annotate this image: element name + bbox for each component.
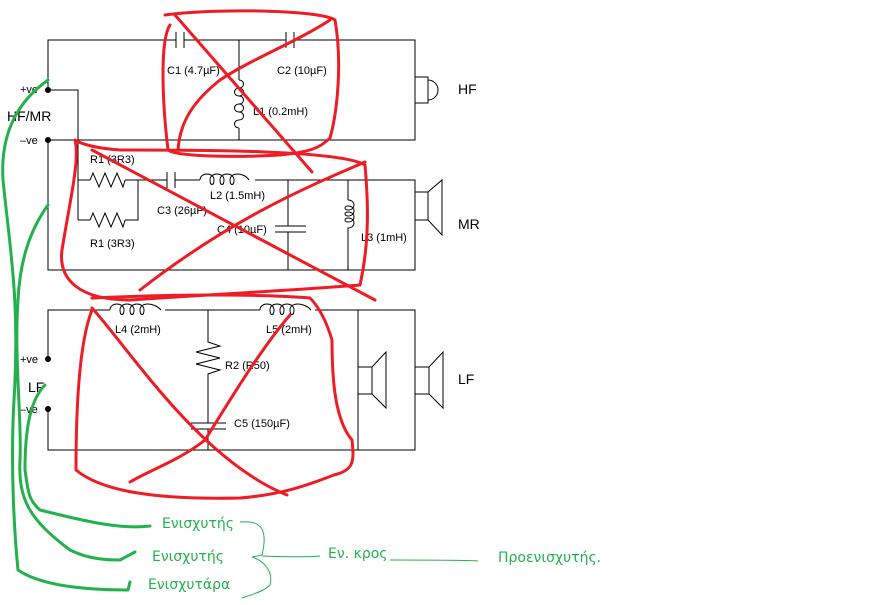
hf-neg-label: –ve bbox=[20, 135, 38, 147]
resistor-r1a bbox=[89, 171, 126, 189]
lf-label: LF bbox=[458, 371, 474, 387]
capacitor-c1-c2 bbox=[175, 32, 295, 48]
midrange-speaker-icon bbox=[414, 191, 429, 221]
terminal-hf-pos bbox=[45, 87, 51, 93]
preamp-note: Προενισχυτής. bbox=[498, 550, 601, 566]
c1-label: C1 (4.7µF) bbox=[167, 65, 220, 77]
l1-label: L1 (0.2mH) bbox=[253, 106, 308, 118]
lf-circuit bbox=[45, 303, 444, 451]
c2-label: C2 (10µF) bbox=[277, 65, 327, 77]
r1b-label: R1 (3R3) bbox=[90, 238, 135, 250]
c3-label: C3 (26µF) bbox=[157, 205, 207, 217]
amp-note-2: Ενισχυτής bbox=[152, 549, 224, 565]
c5-label: C5 (150µF) bbox=[234, 418, 290, 430]
l2-label: L2 (1.5mH) bbox=[210, 190, 265, 202]
mr-label: MR bbox=[458, 216, 480, 232]
capacitor-c4 bbox=[275, 180, 306, 270]
crossover-note: Εν. κρος bbox=[328, 546, 388, 562]
terminal-lf-pos bbox=[45, 356, 51, 362]
red-cross-out-marks bbox=[60, 9, 377, 500]
l5-label: L5 (2mH) bbox=[266, 324, 312, 336]
capacitor-c5 bbox=[191, 422, 226, 430]
amp-note-3: Ενισχυτάρα bbox=[148, 577, 230, 593]
l3-label: L3 (1mH) bbox=[361, 232, 407, 244]
woofer-speaker-icon bbox=[357, 366, 373, 395]
lf-neg-label: –ve bbox=[20, 404, 38, 416]
inductor-l2 bbox=[199, 173, 250, 185]
capacitor-c3 bbox=[166, 172, 176, 188]
inductor-l3 bbox=[344, 199, 355, 250]
r2-label: R2 (R50) bbox=[225, 360, 270, 372]
inductor-l4 bbox=[109, 303, 162, 315]
lf-pos-label: +ve bbox=[20, 354, 38, 366]
tweeter-icon bbox=[414, 76, 429, 104]
terminal-lf-neg bbox=[45, 406, 51, 412]
amp-note-1: Ενισχυτής bbox=[162, 516, 234, 532]
mr-circuit bbox=[47, 140, 443, 271]
hf-label: HF bbox=[458, 81, 477, 97]
l4-label: L4 (2mH) bbox=[115, 324, 161, 336]
woofer-speaker-icon-2 bbox=[414, 366, 430, 395]
resistor-r1b bbox=[89, 211, 126, 229]
inductor-l5 bbox=[259, 303, 312, 315]
inductor-l1 bbox=[234, 79, 244, 130]
green-notes bbox=[1, 78, 479, 599]
